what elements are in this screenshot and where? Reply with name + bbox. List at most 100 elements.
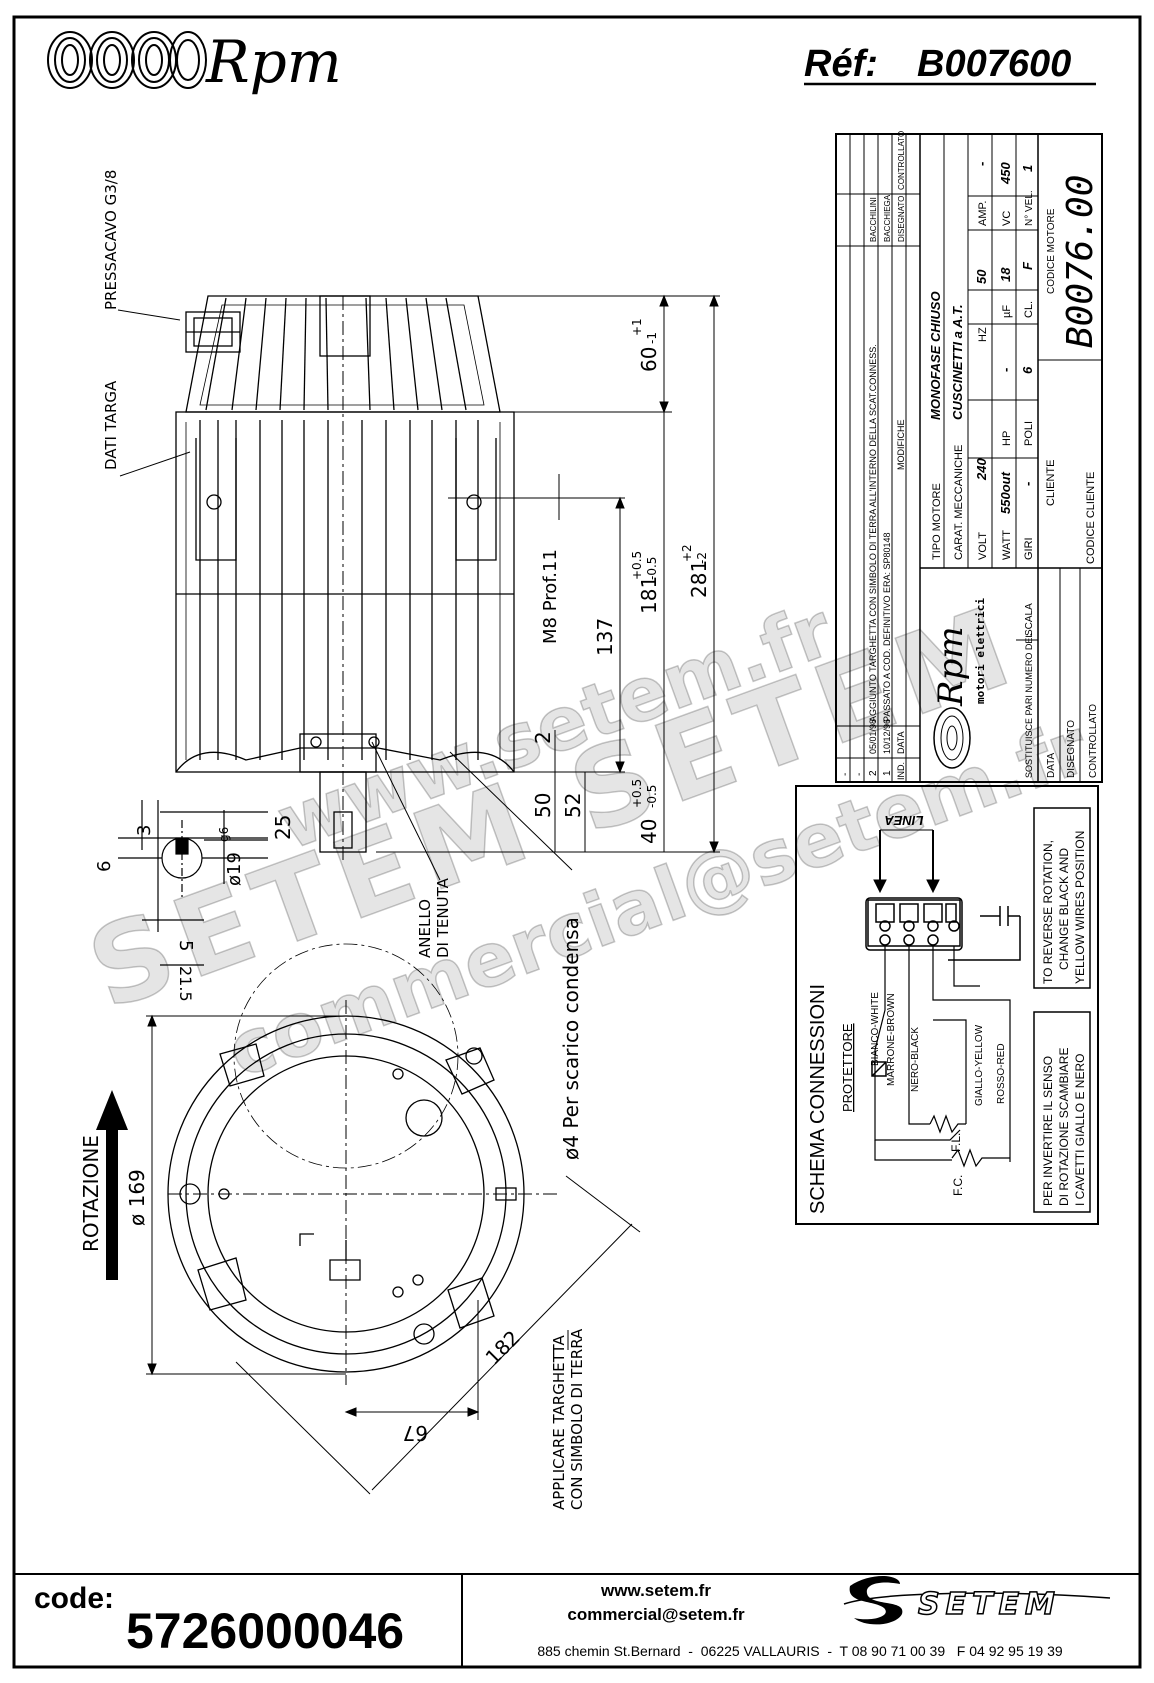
amp-value: - bbox=[974, 162, 989, 166]
col-drawn: DISEGNATO bbox=[897, 196, 906, 242]
dim-281: 281 bbox=[687, 560, 711, 598]
client-code-label: CODICE CLIENTE bbox=[1085, 472, 1097, 564]
hp-label: HP bbox=[1001, 431, 1013, 446]
drawn-label: DISEGNATO bbox=[1066, 720, 1077, 778]
hz-value: 50 bbox=[974, 269, 989, 284]
poli-value: 6 bbox=[1020, 366, 1035, 374]
dim-19: ø19 bbox=[224, 852, 245, 886]
sheet-border bbox=[12, 15, 1142, 1669]
rev-2-no: 2 bbox=[868, 770, 879, 776]
dim-21-5: 21.5 bbox=[176, 966, 195, 1002]
col-no: IND. bbox=[896, 762, 906, 780]
mech-value: CUSCINETTI a A.T. bbox=[950, 304, 965, 420]
dim-50: 50 bbox=[531, 793, 555, 818]
dim-5: 5 bbox=[175, 940, 196, 951]
note-it-1: PER INVERTIRE IL SENSO bbox=[1041, 1056, 1055, 1206]
rev-dash-b: - bbox=[854, 773, 865, 776]
rpm-logo: Rpm bbox=[47, 28, 342, 96]
seal-ring-label-2: DI TENUTA bbox=[434, 877, 452, 958]
dim-40: 40 bbox=[637, 819, 661, 844]
volt-label: VOLT bbox=[977, 532, 989, 560]
protector-icon bbox=[871, 1061, 887, 1077]
hz-label: HZ bbox=[977, 327, 989, 342]
line-label: LINEA bbox=[885, 813, 924, 828]
client-label: CLIENTE bbox=[1045, 460, 1057, 506]
rev-dash-a: - bbox=[840, 773, 851, 776]
drain-leader bbox=[449, 751, 573, 871]
motor-type-label: TIPO MOTORE bbox=[931, 483, 943, 560]
dim-281-tol-up: +2 bbox=[680, 544, 694, 562]
amp-label: AMP. bbox=[977, 201, 989, 226]
cl-label: CL. bbox=[1023, 301, 1035, 318]
replaces-label: SOSTITUISCE PARI NUMERO DEL bbox=[1024, 633, 1034, 778]
setem-logo: SETEM bbox=[843, 1576, 1111, 1625]
rev-1-sig: BACCHIEGA bbox=[883, 194, 892, 242]
rev-2-text: AGGIUNTO TARGHETTA CON SIMBOLO DI TERRA … bbox=[868, 344, 878, 722]
rev-1-date: 10/12/96 bbox=[882, 719, 892, 754]
dim-181-tol-up: +0.5 bbox=[630, 551, 644, 580]
dim-40-tol-dn: -0.5 bbox=[645, 785, 659, 808]
footer-address: 885 chemin St.Bernard - 06225 VALLAURIS … bbox=[537, 1643, 1063, 1659]
dim-169: ø 169 bbox=[125, 1169, 149, 1226]
vc-label: VC bbox=[1001, 211, 1013, 226]
dim-19-tol: g6 bbox=[217, 827, 231, 842]
title-block-logo bbox=[933, 707, 971, 769]
nameplate-leader bbox=[119, 451, 191, 477]
cl-value: F bbox=[1020, 261, 1035, 270]
footer-email: commercial@setem.fr bbox=[567, 1605, 745, 1624]
dim-281-tol-dn: -2 bbox=[695, 552, 709, 564]
drain-label: ø4 Per scarico condensa bbox=[559, 917, 583, 1160]
rev-1-text: PASSATO A COD. DEFINITIVO ERA: SP80148 bbox=[882, 532, 892, 722]
setem-logo-text: SETEM bbox=[918, 1587, 1061, 1622]
tb-brand: Rpm bbox=[931, 626, 971, 707]
dim-181-tol-dn: -0.5 bbox=[645, 557, 659, 580]
motor-code-value: B0076.00 bbox=[1060, 175, 1101, 348]
giri-label: GIRI bbox=[1023, 537, 1035, 560]
reference-label: Réf: bbox=[804, 43, 878, 85]
dim-182: 182 bbox=[481, 1326, 525, 1370]
setem-swoosh-icon bbox=[849, 1576, 903, 1625]
tb-brand-sub: motori elettrici bbox=[974, 598, 987, 704]
rotation-arrow-icon bbox=[96, 1090, 128, 1280]
footer-website: www.setem.fr bbox=[600, 1581, 711, 1600]
thread-label: M8 Prof.11 bbox=[540, 549, 561, 644]
rev-2-sig: BACCHILINI bbox=[869, 197, 878, 242]
code-value: 5726000046 bbox=[126, 1603, 404, 1659]
dim-40-tol-up: +0.5 bbox=[630, 779, 644, 808]
rev-2-date: 05/01/98 bbox=[868, 719, 878, 754]
motor-end-view bbox=[167, 943, 560, 1385]
dim-181: 181 bbox=[637, 576, 661, 614]
dim-25: 25 bbox=[271, 815, 295, 840]
dim-2: 2 bbox=[531, 731, 555, 744]
col-checked: CONTROLLATO bbox=[897, 131, 906, 190]
watt-value: 550out bbox=[998, 471, 1013, 514]
date-label: DATA bbox=[1046, 752, 1057, 778]
apply-plate-label-2: CON SIMBOLO DI TERRA bbox=[568, 1328, 586, 1510]
reference-value: B007600 bbox=[917, 43, 1071, 85]
rpm-coil-icon bbox=[47, 31, 207, 89]
dim-52: 52 bbox=[561, 793, 585, 818]
nvel-value: 1 bbox=[1020, 165, 1035, 172]
volt-value: 240 bbox=[974, 458, 989, 481]
vc-value: 450 bbox=[998, 162, 1013, 185]
dim-67: 67 bbox=[403, 1421, 428, 1445]
col-date: DATA bbox=[896, 731, 906, 754]
note-it-3: I CAVETTI GIALLO E NERO bbox=[1073, 1054, 1087, 1206]
wiring-title: SCHEMA CONNESSIONI bbox=[807, 984, 829, 1214]
note-en-1: TO REVERSE ROTATION, bbox=[1041, 840, 1055, 984]
note-it-2: DI ROTAZIONE SCAMBIARE bbox=[1057, 1048, 1071, 1206]
uf-value: 18 bbox=[998, 267, 1013, 282]
white-wire-label: BIANCO-WHITE bbox=[870, 992, 881, 1066]
dim-3: 3 bbox=[134, 825, 155, 836]
terminal-block bbox=[865, 897, 963, 951]
title-block-text: 2 05/01/98 AGGIUNTO TARGHETTA CON SIMBOL… bbox=[840, 131, 1101, 780]
protector-label: PROTETTORE bbox=[840, 1023, 855, 1112]
nvel-label: N° VEL. bbox=[1024, 190, 1035, 226]
col-mod: MODIFICHE bbox=[896, 420, 906, 471]
title-block bbox=[835, 133, 1103, 783]
dim-137: 137 bbox=[593, 618, 617, 656]
red-wire-label: ROSSO-RED bbox=[996, 1043, 1007, 1104]
brown-wire-label: MARRONE-BROWN bbox=[886, 993, 897, 1086]
nameplate-label: DATI TARGA bbox=[102, 380, 120, 470]
